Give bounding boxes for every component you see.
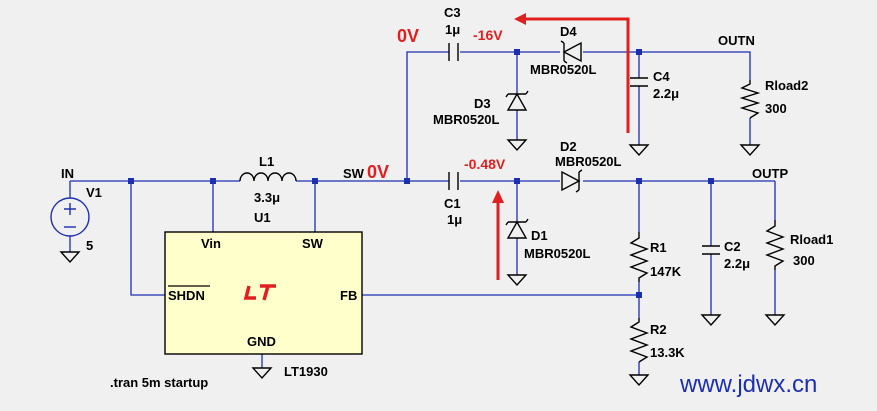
voltage-annotation-c3-right: -16V	[473, 27, 503, 43]
resistor-rload2	[739, 80, 761, 119]
c3-value: 1μ	[445, 22, 460, 37]
u1-pin-sw: SW	[302, 236, 324, 251]
diode-d3	[505, 90, 529, 111]
watermark: www.jdwx.cn	[679, 371, 817, 398]
capacitor-c1	[448, 172, 459, 190]
v1-value: 5	[86, 238, 93, 253]
d3-part: MBR0520L	[433, 112, 500, 127]
diode-d1	[505, 218, 529, 239]
node-label-sw: SW	[343, 166, 365, 181]
diode-d4	[560, 40, 582, 64]
d2-name: D2	[560, 139, 577, 154]
wires	[69, 51, 776, 375]
l1-name: L1	[259, 154, 274, 169]
voltage-annotation-sw: 0V	[367, 162, 389, 182]
c3-name: C3	[444, 5, 461, 20]
c2-value: 2.2μ	[724, 256, 750, 271]
annotation-arrow-outn	[514, 13, 630, 133]
linear-tech-logo	[243, 284, 276, 301]
c4-value: 2.2μ	[653, 86, 679, 101]
d1-part: MBR0520L	[524, 246, 591, 261]
u1-pin-gnd: GND	[247, 334, 276, 349]
node-label-outn: OUTN	[718, 33, 755, 48]
r2-name: R2	[650, 322, 667, 337]
inductor-l1	[239, 172, 297, 182]
voltage-annotation-c3-left: 0V	[397, 26, 419, 46]
u1-pin-vin: Vin	[201, 236, 221, 251]
resistor-r1	[629, 232, 649, 282]
resistor-rload1	[765, 220, 785, 270]
node-label-outp: OUTP	[752, 166, 788, 181]
annotation-arrow-d1	[492, 190, 504, 280]
sim-directive: .tran 5m startup	[110, 375, 208, 390]
d3-name: D3	[474, 96, 491, 111]
d4-name: D4	[560, 24, 577, 39]
r2-value: 13.3K	[650, 345, 685, 360]
d4-part: MBR0520L	[530, 62, 597, 77]
u1-pin-shdn: SHDN	[168, 288, 205, 303]
voltage-annotation-c1-right: -0.48V	[464, 156, 506, 172]
u1-name: U1	[254, 210, 271, 225]
u1-pin-fb: FB	[340, 288, 357, 303]
rload1-name: Rload1	[790, 232, 833, 247]
voltage-source-v1	[50, 197, 90, 237]
d2-part: MBR0520L	[555, 154, 622, 169]
resistor-r2	[629, 318, 649, 363]
rload2-name: Rload2	[765, 78, 808, 93]
c4-name: C4	[653, 69, 670, 84]
node-label-in: IN	[61, 166, 74, 181]
v1-name: V1	[86, 185, 102, 200]
r1-value: 147K	[650, 264, 682, 279]
u1-part: LT1930	[284, 364, 328, 379]
ic-u1-body	[164, 231, 363, 355]
c1-value: 1μ	[447, 212, 462, 227]
c1-name: C1	[444, 196, 461, 211]
capacitor-c3	[448, 43, 459, 61]
rload1-value: 300	[793, 253, 815, 268]
l1-value: 3.3μ	[254, 190, 280, 205]
rload2-value: 300	[765, 101, 787, 116]
diode-d2	[561, 169, 583, 193]
junction-dots	[128, 49, 714, 298]
capacitor-c4	[630, 77, 648, 87]
ground-symbols	[59, 139, 786, 387]
c2-name: C2	[724, 239, 741, 254]
d1-name: D1	[531, 228, 548, 243]
r1-name: R1	[650, 240, 667, 255]
capacitor-c2	[702, 245, 720, 255]
